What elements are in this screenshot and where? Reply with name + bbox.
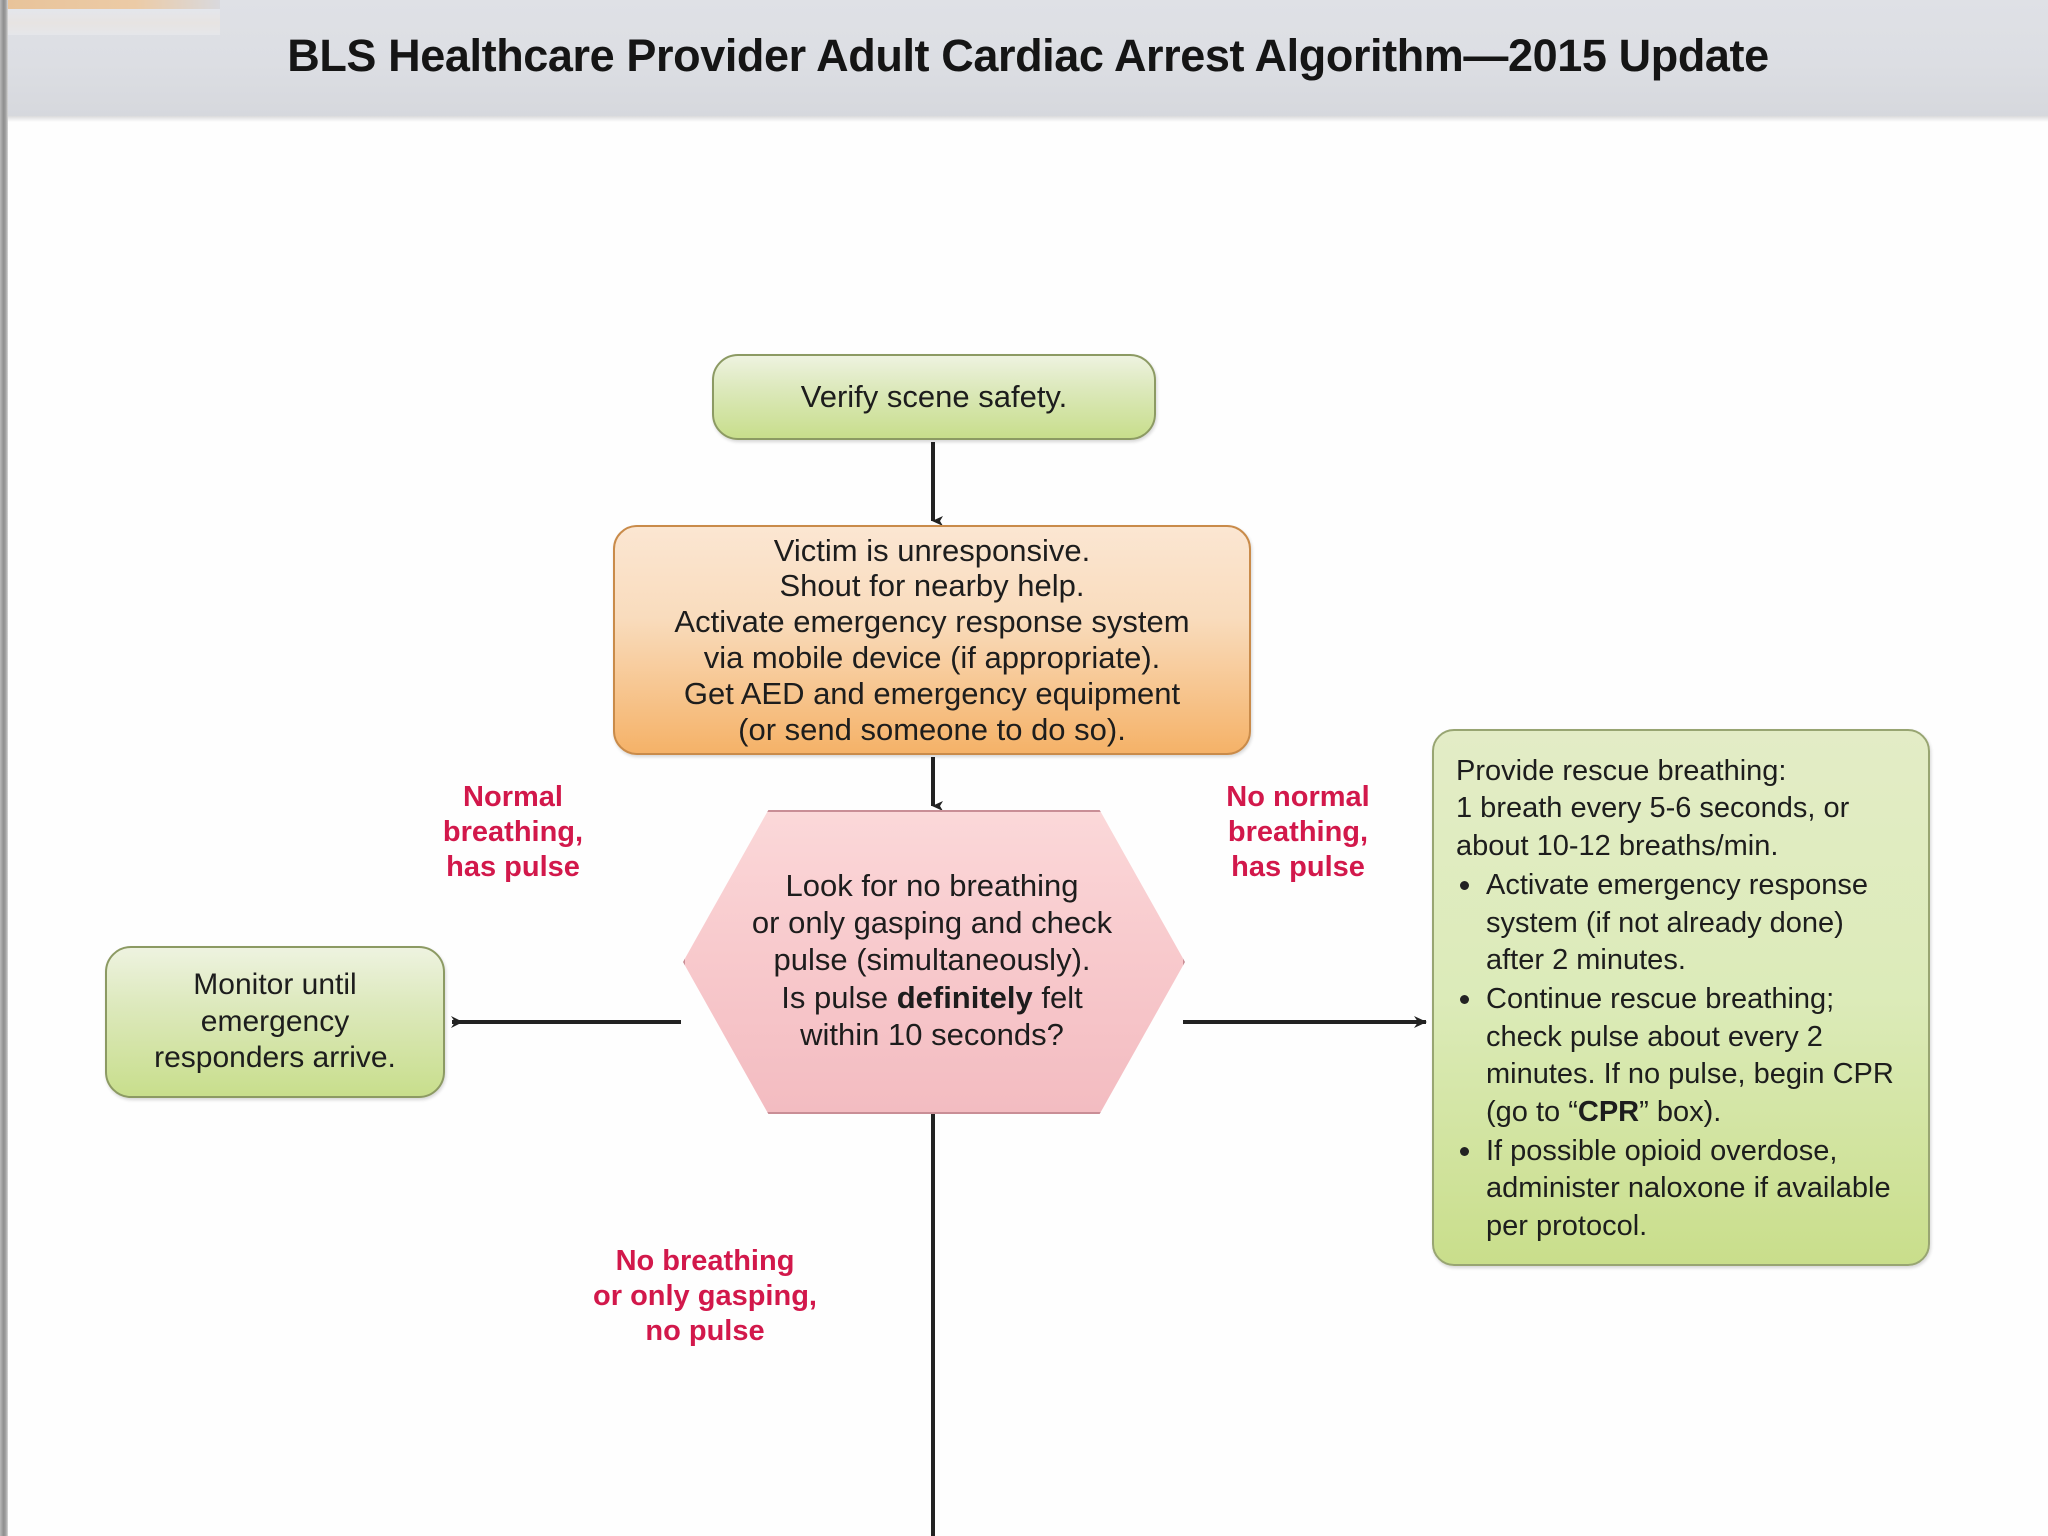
diagram-canvas: Verify scene safety. Victim is unrespons… [0, 116, 2048, 1536]
line-3: Activate emergency response system [674, 604, 1190, 640]
header-bar: BLS Healthcare Provider Adult Cardiac Ar… [8, 0, 2048, 116]
line-2: Shout for nearby help. [779, 568, 1085, 604]
bullet-2-text-before: Continue rescue breathing; check pulse a… [1486, 983, 1894, 1128]
rescue-lead-2: 1 breath every 5-6 seconds, or [1456, 792, 1850, 825]
decision-line-3: pulse (simultaneously). [773, 942, 1091, 978]
decision-line-1: Look for no breathing [785, 868, 1079, 904]
node-provide-rescue-breathing[interactable]: Provide rescue breathing: 1 breath every… [1432, 729, 1930, 1266]
bullet-dot-icon [1460, 995, 1469, 1005]
label-line-3: has pulse [1231, 850, 1365, 883]
rescue-lead-3: about 10-12 breaths/min. [1456, 829, 1779, 862]
node-monitor-until-responders[interactable]: Monitor until emergency responders arriv… [105, 946, 445, 1098]
line-4: via mobile device (if appropriate). [703, 640, 1161, 675]
rescue-lead-1: Provide rescue breathing: [1456, 755, 1787, 787]
bullet-1-text: Activate emergency response system (if n… [1486, 869, 1869, 977]
label-line-3: has pulse [446, 850, 580, 883]
node-victim-unresponsive[interactable]: Victim is unresponsive. Shout for nearby… [613, 525, 1251, 755]
monitor-line-3: responders arrive. [154, 1041, 396, 1075]
label-line-3: no pulse [645, 1314, 765, 1347]
bullet-2-emphasis: CPR [1577, 1095, 1640, 1128]
rescue-bullet-item: Continue rescue breathing; check pulse a… [1456, 981, 1908, 1131]
edge-label-no-normal-breathing-has-pulse: No normal breathing, has pulse [1180, 780, 1416, 884]
monitor-line-2: emergency [200, 1004, 350, 1038]
page-title: BLS Healthcare Provider Adult Cardiac Ar… [287, 30, 1769, 81]
node-decision-check-breathing-pulse[interactable]: Look for no breathing or only gasping an… [683, 810, 1185, 1114]
edge-label-normal-breathing-has-pulse: Normal breathing, has pulse [400, 780, 626, 884]
scan-artifact-tan-strip [8, 0, 220, 9]
label-line-1: No breathing [615, 1245, 795, 1277]
page-left-gutter [0, 0, 8, 1536]
line-1: Victim is unresponsive. [773, 532, 1091, 568]
decision-question-prefix: Is pulse [781, 979, 897, 1015]
hexagon-shape [683, 810, 1185, 1114]
line-5: Get AED and emergency equipment [683, 675, 1181, 711]
bullet-dot-icon [1460, 881, 1469, 891]
bullet-3-text: If possible opioid overdose, administer … [1486, 1135, 1891, 1242]
rescue-bullet-item: If possible opioid overdose, administer … [1456, 1133, 1908, 1245]
decision-question-emphasis: definitely [896, 979, 1033, 1015]
line-6: (or send someone to do so). [738, 711, 1126, 747]
bullet-dot-icon [1460, 1147, 1469, 1157]
node-decision-text: Look for no breathing or only gasping an… [683, 810, 1181, 1110]
rescue-bullet-list: Activate emergency response system (if n… [1456, 867, 1908, 1245]
label-line-2: breathing, [1227, 815, 1369, 848]
edge-label-no-breathing-no-pulse: No breathing or only gasping, no pulse [540, 1244, 870, 1348]
label-line-2: or only gasping, [593, 1279, 817, 1312]
node-verify-scene-safety[interactable]: Verify scene safety. [712, 354, 1156, 440]
rescue-bullet-item: Activate emergency response system (if n… [1456, 867, 1908, 979]
label-line-1: No normal [1226, 781, 1370, 813]
bullet-2-text-after: ” box). [1639, 1095, 1722, 1128]
decision-line-2: or only gasping and check [751, 905, 1113, 941]
node-unresponsive-text: Victim is unresponsive. Shout for nearby… [658, 533, 1205, 748]
label-line-1: Normal [463, 781, 563, 813]
header-shadow [8, 116, 2048, 122]
node-rescue-content: Provide rescue breathing: 1 breath every… [1434, 731, 1928, 1263]
decision-question-suffix: felt [1032, 979, 1083, 1015]
decision-question-last-line: within 10 seconds? [800, 1016, 1064, 1052]
flowchart-connectors [451, 442, 1427, 1536]
node-monitor-text: Monitor until emergency responders arriv… [138, 967, 412, 1077]
monitor-line-1: Monitor until [193, 968, 357, 1002]
label-line-2: breathing, [442, 815, 584, 848]
scan-artifact-tint [8, 9, 220, 35]
node-verify-text: Verify scene safety. [800, 379, 1068, 415]
